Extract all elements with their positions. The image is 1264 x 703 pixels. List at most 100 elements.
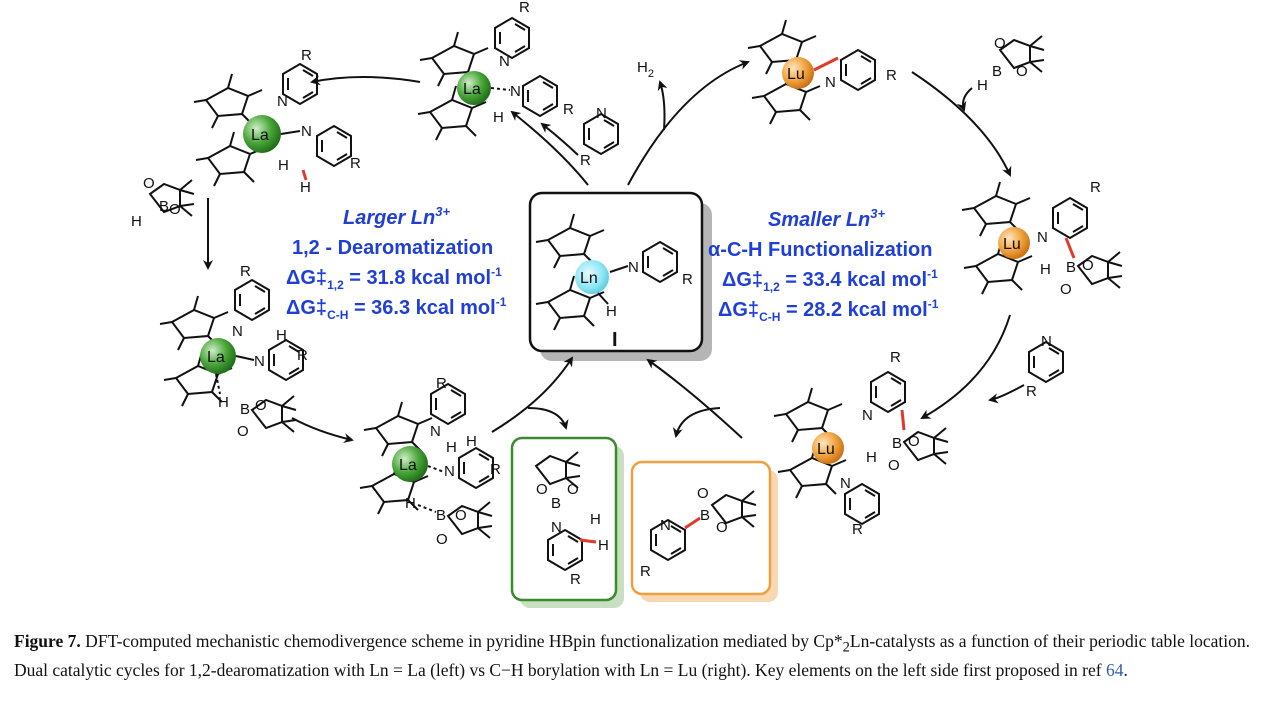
la-complex-left-middle: La N R N H R H B O O <box>159 263 308 440</box>
svg-text:O: O <box>716 519 728 536</box>
svg-text:H: H <box>590 511 601 528</box>
svg-text:La: La <box>251 127 269 144</box>
svg-text:N: N <box>430 423 441 440</box>
svg-text:R: R <box>519 0 530 16</box>
svg-text:N: N <box>596 105 607 122</box>
right-subtitle: α-C-H Functionalization <box>708 239 933 261</box>
arrow-release-left-product <box>527 407 569 430</box>
svg-text:La: La <box>207 349 225 366</box>
caption-end: . <box>1123 659 1128 680</box>
svg-text:R: R <box>890 349 901 366</box>
ln-label: Ln <box>580 270 598 287</box>
caption-ref-link[interactable]: 64 <box>1105 659 1124 680</box>
arrow-to-la-pyridine <box>510 110 589 186</box>
svg-text:H: H <box>1040 261 1051 278</box>
arrow-pyridine-in-right <box>988 384 1025 404</box>
svg-text:R: R <box>1026 383 1037 400</box>
lu-complex-top: Lu N R <box>747 19 897 125</box>
lu-complex-right: Lu N R H B O O <box>961 179 1123 298</box>
svg-text:R: R <box>297 347 308 364</box>
svg-text:N: N <box>825 74 836 91</box>
svg-text:O: O <box>697 485 709 502</box>
svg-text:R: R <box>436 375 447 392</box>
caption-text-1: DFT-computed mechanistic chemodivergence… <box>80 631 843 651</box>
svg-text:H: H <box>466 433 477 450</box>
svg-text:ΔG‡C-H = 36.3 kcal mol-1: ΔG‡C-H = 36.3 kcal mol-1 <box>286 295 507 322</box>
left-subtitle: 1,2 - Dearomatization <box>292 237 493 259</box>
svg-text:O: O <box>1082 257 1094 274</box>
svg-text:N: N <box>862 407 873 424</box>
svg-text:O: O <box>994 35 1006 52</box>
svg-text:H: H <box>276 327 287 344</box>
arrow-bottom-left <box>291 417 354 444</box>
h-label: H <box>606 303 617 320</box>
free-pyridine-left: N R <box>580 105 619 169</box>
svg-text:R: R <box>640 563 651 580</box>
svg-text:O: O <box>237 423 249 440</box>
svg-text:Lu: Lu <box>1003 236 1021 253</box>
ln-sphere <box>575 260 609 294</box>
svg-text:B: B <box>240 401 250 418</box>
svg-text:R: R <box>886 67 897 84</box>
svg-text:R: R <box>1090 179 1101 196</box>
svg-text:H: H <box>278 157 289 174</box>
figure-caption: Figure 7. DFT-computed mechanistic chemo… <box>14 630 1250 681</box>
arrow-right-to-bottom <box>920 314 1011 419</box>
h2-label: H2 <box>637 59 654 80</box>
svg-text:R: R <box>240 263 251 280</box>
svg-text:La: La <box>463 81 481 98</box>
svg-text:N: N <box>277 93 288 110</box>
svg-text:H: H <box>218 394 229 411</box>
svg-text:O: O <box>455 507 467 524</box>
svg-text:O: O <box>436 531 448 548</box>
svg-text:O: O <box>536 481 548 498</box>
svg-text:La: La <box>399 457 417 474</box>
svg-text:Lu: Lu <box>787 66 805 83</box>
svg-text:O: O <box>1060 281 1072 298</box>
borylation-product-box: N R B O O <box>630 460 778 602</box>
svg-text:R: R <box>350 155 361 172</box>
svg-text:H: H <box>598 537 609 554</box>
arrow-to-lu-top <box>627 60 750 186</box>
svg-text:Larger Ln3+: Larger Ln3+ <box>343 204 450 229</box>
svg-text:O: O <box>1016 63 1028 80</box>
arrow-release-right-product <box>672 407 721 438</box>
svg-text:N: N <box>660 517 671 534</box>
svg-text:O: O <box>169 201 181 218</box>
arrow-la-to-center <box>491 356 574 433</box>
svg-text:R: R <box>852 521 863 538</box>
svg-text:H: H <box>405 495 416 512</box>
svg-text:O: O <box>143 175 155 192</box>
svg-text:H: H <box>131 213 142 230</box>
svg-text:H: H <box>446 439 457 456</box>
left-energetics: Larger Ln3+ 1,2 - Dearomatization ΔG‡1,2… <box>286 204 507 322</box>
svg-text:ΔG‡C-H = 28.2 kcal mol-1: ΔG‡C-H = 28.2 kcal mol-1 <box>718 297 939 324</box>
svg-text:N: N <box>301 123 312 140</box>
svg-text:N: N <box>1037 229 1048 246</box>
figure-label: Figure 7. <box>14 631 81 651</box>
svg-text:O: O <box>888 457 900 474</box>
svg-text:H: H <box>866 449 877 466</box>
svg-text:H: H <box>977 77 988 94</box>
lu-complex-bottom: Lu N R H B O O N R <box>773 349 949 538</box>
catalyst-number: I <box>612 329 618 351</box>
arrow-lu-right-down <box>911 71 1012 177</box>
svg-text:N: N <box>840 475 851 492</box>
svg-text:O: O <box>908 433 920 450</box>
svg-text:Lu: Lu <box>817 441 835 458</box>
svg-text:N: N <box>444 463 455 480</box>
svg-text:N: N <box>510 83 521 100</box>
svg-text:R: R <box>301 47 312 64</box>
la-complex-upper-left: La N R N R H H <box>193 47 361 196</box>
svg-text:B: B <box>892 435 902 452</box>
right-energetics: Smaller Ln3+ α-C-H Functionalization ΔG‡… <box>708 206 939 324</box>
catalytic-cycle-scheme: Ln N R H I Larger Ln3+ 1,2 - Dearomatiza… <box>131 0 1123 608</box>
svg-text:N: N <box>254 353 265 370</box>
caption-text-2: Ln-catalysts as a function of their peri… <box>14 631 1250 680</box>
svg-text:R: R <box>570 571 581 588</box>
svg-text:H: H <box>300 179 311 196</box>
svg-text:B: B <box>551 495 561 512</box>
svg-text:ΔG‡1,2 = 31.8 kcal mol-1: ΔG‡1,2 = 31.8 kcal mol-1 <box>286 265 502 292</box>
svg-text:B: B <box>436 507 446 524</box>
dearomatization-product-box: O B O N H H R <box>510 436 624 608</box>
